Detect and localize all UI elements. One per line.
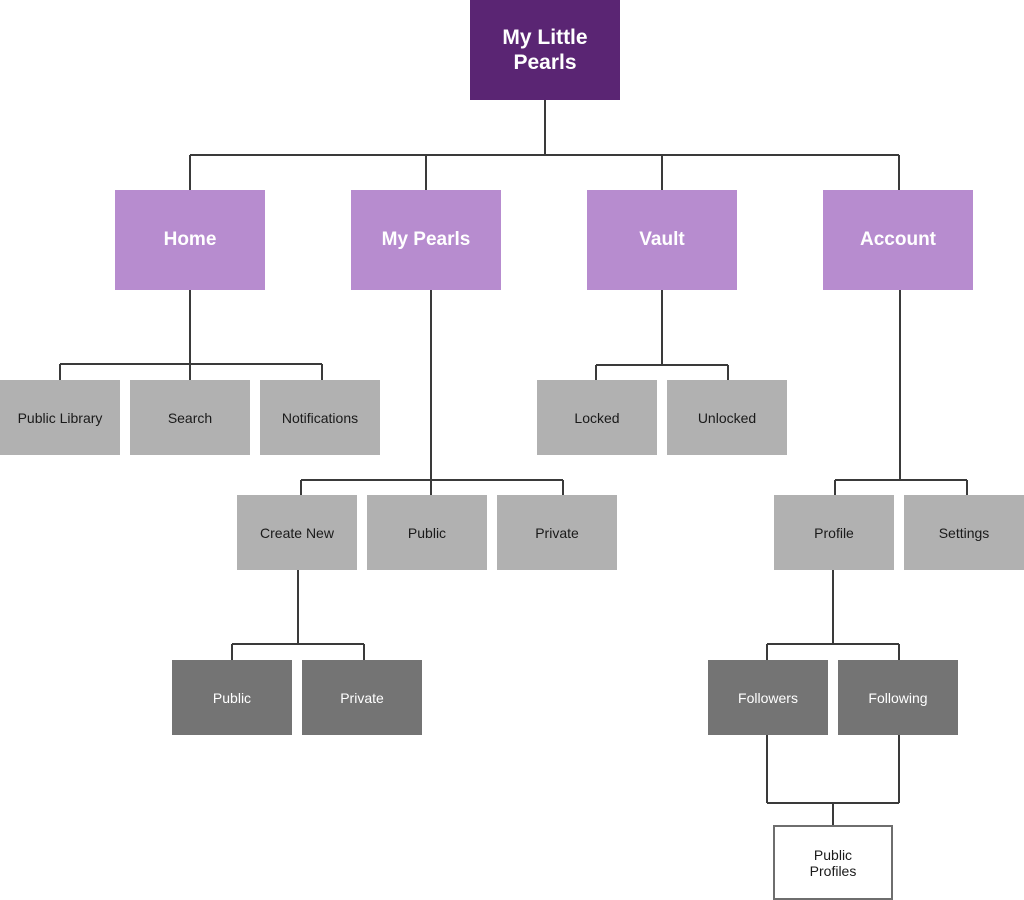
my-pearls-connector (300, 290, 564, 495)
node-create-public: Public (172, 660, 292, 735)
node-followers: Followers (708, 660, 828, 735)
node-notifications: Notifications (260, 380, 380, 455)
node-create-private: Private (302, 660, 422, 735)
profile-connector (766, 570, 900, 660)
node-search: Search (130, 380, 250, 455)
section-account: Account (823, 190, 973, 290)
node-create-new: Create New (237, 495, 357, 570)
create-new-connector (231, 570, 365, 660)
node-my-pearls-private: Private (497, 495, 617, 570)
home-connector (59, 290, 323, 380)
node-public-library: Public Library (0, 380, 120, 455)
node-my-pearls-public: Public (367, 495, 487, 570)
root-connector (189, 100, 900, 190)
section-my-pearls: My Pearls (351, 190, 501, 290)
vault-connector (595, 290, 729, 380)
section-vault: Vault (587, 190, 737, 290)
node-locked: Locked (537, 380, 657, 455)
node-following: Following (838, 660, 958, 735)
node-profile: Profile (774, 495, 894, 570)
root-node: My Little Pearls (470, 0, 620, 100)
account-connector (834, 290, 968, 495)
node-public-profiles: Public Profiles (773, 825, 893, 900)
node-settings: Settings (904, 495, 1024, 570)
node-unlocked: Unlocked (667, 380, 787, 455)
follow-connector (766, 735, 900, 826)
section-home: Home (115, 190, 265, 290)
